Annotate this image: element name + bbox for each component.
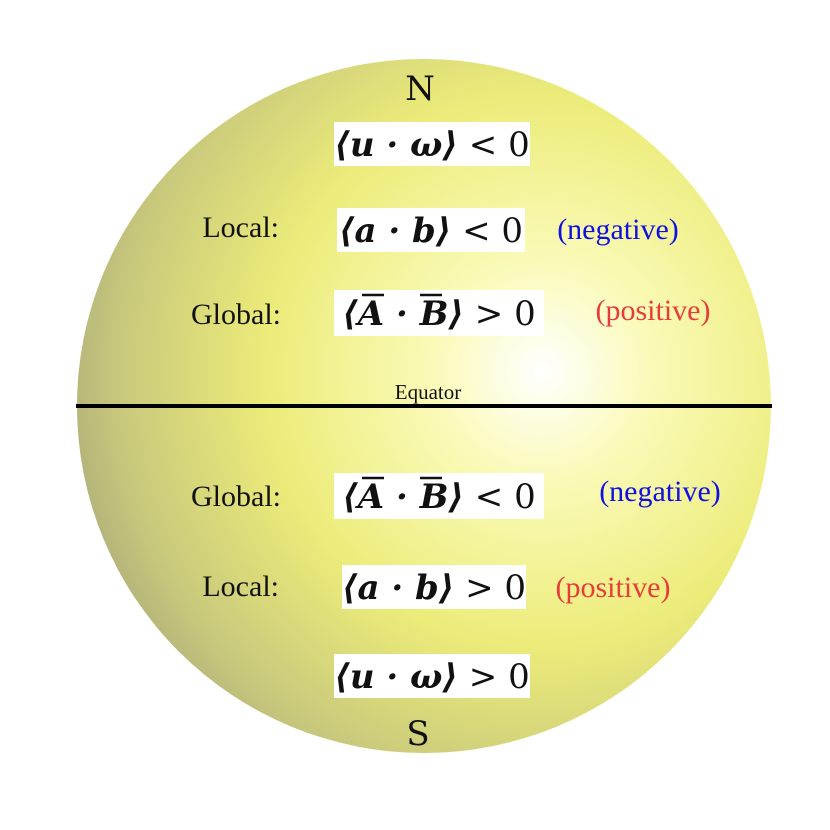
north-global-lhs: ⟨A · B⟩ [342,294,464,334]
south-helicity-op: > 0 [469,657,530,697]
equator-label: Equator [395,380,461,404]
north-local-formula: ⟨a · b⟩ < 0 [339,211,523,251]
south-global-box [334,473,544,519]
south-global-note: (negative) [599,475,721,508]
south-local-lhs: ⟨a · b⟩ [342,568,454,608]
south-local-op: > 0 [465,568,526,608]
north-pole-label: N [405,69,435,109]
north-helicity-formula: ⟨u · ω⟩ < 0 [334,125,529,165]
south-local-box [342,565,526,609]
north-global-formula: ⟨A · B⟩ > 0 [342,294,535,334]
south-global-formula: ⟨A · B⟩ < 0 [342,477,535,517]
south-local-formula: ⟨a · b⟩ > 0 [342,568,526,608]
north-local-box [337,208,525,252]
south-helicity-formula: ⟨u · ω⟩ > 0 [334,657,529,697]
north-local-lhs: ⟨a · b⟩ [339,211,451,251]
north-local-label: Local: [202,211,279,244]
south-pole-label: S [406,714,429,754]
north-global-op: > 0 [475,294,536,334]
north-global-box [334,290,544,336]
north-global-label: Global: [191,298,281,331]
south-helicity-box [334,654,530,698]
south-global-label: Global: [191,480,281,513]
south-global-lhs: ⟨A · B⟩ [342,477,464,517]
north-helicity-box [334,122,530,166]
north-global-note: (positive) [596,294,711,327]
south-local-label: Local: [202,570,279,603]
south-helicity-lhs: ⟨u · ω⟩ [334,657,458,697]
north-local-op: < 0 [462,211,523,251]
north-helicity-lhs: ⟨u · ω⟩ [334,125,458,165]
south-global-op: < 0 [475,477,536,517]
south-local-note: (positive) [556,571,671,604]
north-local-note: (negative) [557,213,679,246]
north-helicity-op: < 0 [469,125,530,165]
